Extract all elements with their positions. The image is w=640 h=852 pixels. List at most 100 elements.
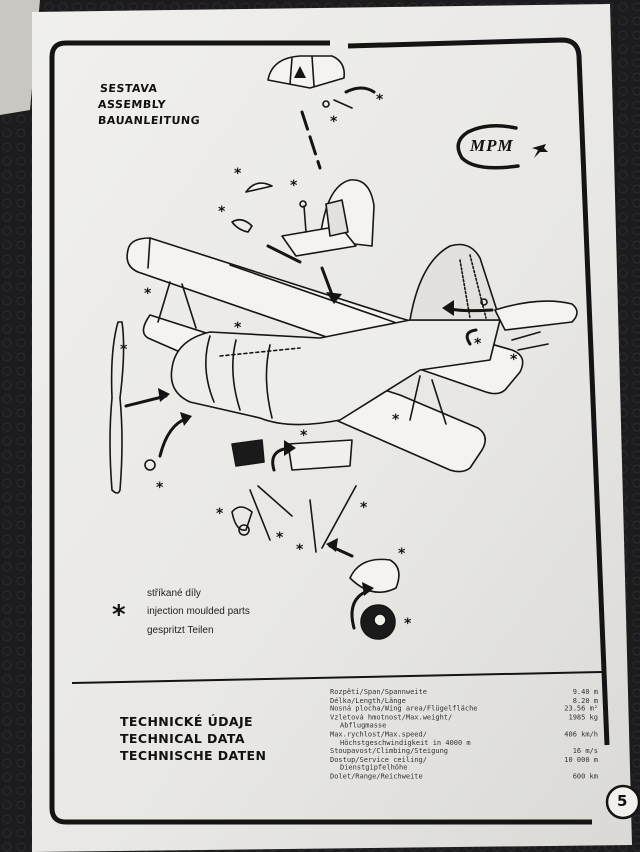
rudder-hatch [459, 254, 487, 319]
tail-struts [511, 331, 549, 351]
marker: * [120, 342, 128, 358]
spec-value: 406 km/h [564, 730, 598, 739]
tech-title-en: TECHNICAL DATA [120, 731, 245, 746]
gear-leg-right [309, 499, 317, 553]
spec-value: 8.20 m [572, 696, 598, 705]
tech-title-cz: TECHNICKÉ ÚDAJE [120, 714, 253, 729]
spec-label: Max.rychlost/Max.speed/ [330, 730, 427, 739]
spec-label: Vzletová hmotnost/Max.weight/ [330, 713, 453, 722]
gear-strut-right [321, 485, 357, 549]
marker: * [290, 178, 298, 194]
legend-cz: stříkané díly [147, 588, 201, 599]
arrowhead-3 [180, 412, 192, 426]
rudder-pedals [231, 218, 253, 233]
spec-value: 10 000 m [564, 755, 598, 764]
spec-row: Stoupavost/Climbing/Steigung 16 m/s [330, 747, 598, 756]
spec-label: Abflugmasse [340, 721, 387, 730]
spec-row: Dostup/Service ceiling/10 000 m [330, 756, 598, 765]
tailwheel [231, 506, 253, 531]
cowling-line-2 [232, 339, 241, 411]
tail-fin [409, 243, 501, 321]
legend-asterisk-icon: * [112, 600, 126, 630]
marker: * [234, 320, 242, 336]
strut-right-b [431, 379, 447, 425]
spec-value: 16 m/s [572, 747, 598, 756]
arrowhead-6 [362, 582, 374, 596]
spec-value: 1985 kg [568, 713, 598, 722]
marker: * [392, 412, 400, 428]
prop-arrow [124, 394, 168, 408]
cowling-line-1 [205, 335, 215, 403]
marker: * [218, 204, 226, 220]
marker: * [300, 428, 308, 444]
marker: * [330, 114, 338, 130]
marker: * [156, 480, 164, 496]
tailplane [494, 300, 578, 331]
fuselage [170, 319, 501, 426]
spec-row: Abflugmasse [330, 722, 598, 731]
marker: * [216, 506, 224, 522]
stray-paper [0, 0, 40, 115]
marker: * [376, 92, 384, 108]
mpm-logo [456, 124, 548, 170]
brand-name: MPM [470, 136, 514, 155]
spec-row: Dienstgipfelhöhe [330, 764, 598, 773]
propeller [109, 321, 125, 494]
spec-label: Höchstgeschwindigkeit in 4000 m [340, 738, 471, 747]
title-en: ASSEMBLY [97, 98, 167, 111]
marker: * [360, 500, 368, 516]
canopy-part-arrow [344, 86, 376, 94]
marker: * [234, 166, 242, 182]
stick-arrow [266, 244, 302, 264]
spec-row: Vzletová hmotnost/Max.weight/1985 kg [330, 713, 598, 722]
spec-label: Stoupavost/Climbing/Steigung [330, 747, 449, 756]
tail-part [480, 298, 488, 306]
canopy-rod [333, 99, 353, 109]
spec-label: Dolet/Range/Reichweite [330, 772, 423, 781]
oil-cooler [231, 439, 265, 467]
part-markers: * * * * * * * * * * * * * * * * * * * [120, 92, 518, 632]
canopy-frame [289, 55, 315, 87]
gear-strut-left [257, 485, 293, 517]
radiator-housing [287, 439, 353, 471]
spec-label: Rozpětí/Span/Spannweite [330, 688, 427, 696]
spec-label: Dostup/Service ceiling/ [330, 755, 427, 764]
legend-de: gespritzt Teilen [147, 625, 214, 636]
seat [325, 199, 349, 237]
spec-label: Dienstgipfelhöhe [340, 763, 408, 772]
spec-row: Höchstgeschwindigkeit in 4000 m [330, 739, 598, 748]
wheel-spat [349, 558, 400, 594]
canopy [267, 55, 346, 89]
arrowhead-5 [326, 538, 338, 552]
arrowhead-7 [442, 300, 454, 316]
gear-leg-left [249, 489, 271, 541]
tailwheel-hub [238, 524, 250, 536]
page-number: 5 [617, 792, 628, 810]
strut-left-a [157, 281, 171, 323]
arrowhead-1 [326, 292, 342, 304]
marker: * [296, 542, 304, 558]
legend-en: injection moulded parts [147, 606, 250, 617]
arrowhead-4 [284, 440, 296, 456]
marker: * [398, 546, 406, 562]
canopy-arrow-line [300, 110, 322, 170]
upper-wing-line [147, 237, 151, 269]
spec-value: 23.56 m² [564, 704, 598, 713]
arrow-heads [158, 66, 454, 596]
logo-jet-icon [532, 144, 548, 158]
marker: * [510, 352, 518, 368]
marker: * [276, 530, 284, 546]
spinner [144, 459, 156, 471]
frame-right [347, 37, 610, 746]
page-number-circle [605, 784, 640, 820]
spec-row: Max.rychlost/Max.speed/406 km/h [330, 730, 598, 739]
title-cz: SESTAVA [99, 82, 159, 95]
instruction-sheet [32, 4, 632, 852]
logo-swoosh [456, 124, 520, 170]
